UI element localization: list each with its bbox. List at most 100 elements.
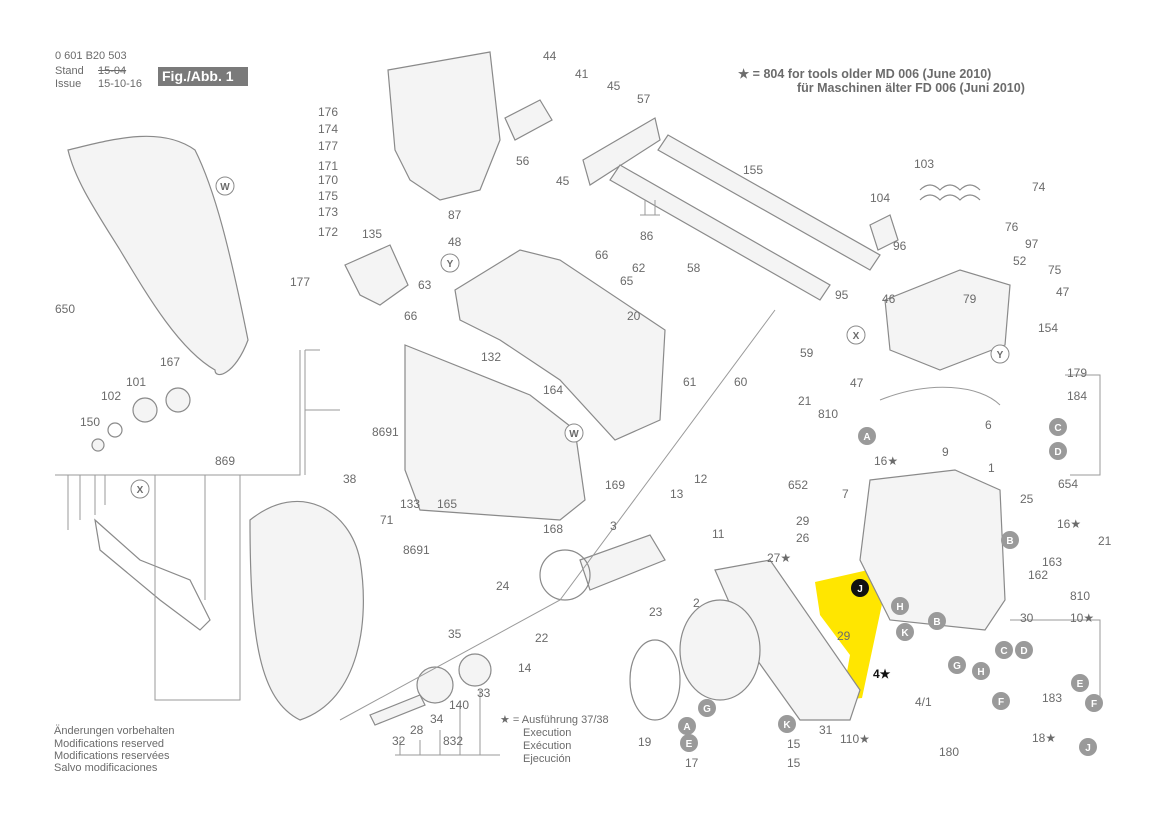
part-label: 20 xyxy=(627,309,641,323)
callout-circle: X xyxy=(130,479,150,499)
part-label: 654 xyxy=(1058,477,1078,491)
part-label: 869 xyxy=(215,454,235,468)
part-label: 45 xyxy=(556,174,570,188)
part-label: 62 xyxy=(632,261,646,275)
part-label: 86 xyxy=(640,229,654,243)
callout-circle: B xyxy=(1001,531,1019,549)
callout-circle: E xyxy=(1071,674,1089,692)
callout-circle: K xyxy=(778,715,796,733)
callout-circle: F xyxy=(992,692,1010,710)
part-label: 173 xyxy=(318,205,338,219)
callout-letter: F xyxy=(998,697,1004,708)
callout-letter: J xyxy=(1085,743,1091,754)
part-label: 71 xyxy=(380,513,394,527)
lever-869 xyxy=(94,518,211,631)
part-label: 48 xyxy=(448,235,462,249)
part-label: 8691 xyxy=(403,543,430,557)
part-label: 2 xyxy=(693,596,700,610)
part-label: 16★ xyxy=(874,454,898,468)
part-label: 14 xyxy=(518,661,532,675)
part-label: 25 xyxy=(1020,492,1034,506)
lower-guard xyxy=(249,501,364,721)
figure-label: Fig./Abb. 1 xyxy=(158,67,248,86)
part-label: 57 xyxy=(637,92,651,106)
footer-line-2: Modifications reserved xyxy=(54,738,165,750)
part-label: 162 xyxy=(1028,568,1048,582)
part-label: 44 xyxy=(543,49,557,63)
part-label: 33 xyxy=(477,686,491,700)
callout-letter: Y xyxy=(997,350,1004,361)
part-label: 61 xyxy=(683,375,697,389)
bolt-150 xyxy=(91,438,105,452)
part-label: 56 xyxy=(516,154,530,168)
field-coil xyxy=(679,599,761,701)
part-label: 102 xyxy=(101,389,121,403)
part-label: 175 xyxy=(318,189,338,203)
part-label: 172 xyxy=(318,225,338,239)
part-label: 164 xyxy=(543,383,563,397)
bracket-832 xyxy=(395,690,500,756)
cable-6 xyxy=(879,386,1001,406)
part-label: 170 xyxy=(318,173,338,187)
callout-circle: D xyxy=(1049,442,1067,460)
part-label: 30 xyxy=(1020,611,1034,625)
part-label: 13 xyxy=(670,487,684,501)
part-label: 74 xyxy=(1032,180,1046,194)
execution-line-1: ★ = Ausführung 37/38 xyxy=(500,714,609,726)
part-label: 47 xyxy=(850,376,864,390)
callout-circle: E xyxy=(680,734,698,752)
part-label: 177 xyxy=(290,275,310,289)
part-label: 165 xyxy=(437,497,457,511)
part-label: 176 xyxy=(318,105,338,119)
part-label: 21 xyxy=(798,394,812,408)
part-label: 4/1 xyxy=(915,695,932,709)
part-label: 155 xyxy=(743,163,763,177)
part-label: 28 xyxy=(410,723,424,737)
dust-bag xyxy=(67,135,249,376)
part-label: 95 xyxy=(835,288,849,302)
motor-housing xyxy=(859,469,1006,631)
spring-103 xyxy=(919,184,981,201)
part-label: 11 xyxy=(712,527,725,541)
part-label: 35 xyxy=(448,627,462,641)
part-label: 174 xyxy=(318,122,338,136)
part-label: 9 xyxy=(942,445,949,459)
part-label: 17 xyxy=(685,756,699,770)
part-label: 29 xyxy=(837,629,851,643)
part-label: 75 xyxy=(1048,263,1062,277)
callout-letter: F xyxy=(1091,699,1097,710)
part-label: 27★ xyxy=(767,551,791,565)
issue-label: Issue xyxy=(55,78,82,90)
issue-value: 15-10-16 xyxy=(98,78,143,90)
part-label: 7 xyxy=(842,487,849,501)
callout-circle: C xyxy=(1049,418,1067,436)
upper-housing xyxy=(387,51,501,201)
part-label: 66 xyxy=(595,248,609,262)
highlight-region xyxy=(815,570,885,700)
flange-167 xyxy=(165,387,191,413)
part-label: 3 xyxy=(610,519,617,533)
gear-33 xyxy=(458,653,492,687)
frame-box-right xyxy=(1010,619,1101,700)
guide-rod-58 xyxy=(609,164,831,301)
part-label: 154 xyxy=(1038,321,1058,335)
part-label: 179 xyxy=(1067,366,1087,380)
callout-circle: J xyxy=(851,579,869,597)
part-label: 101 xyxy=(126,375,146,389)
callout-letter: X xyxy=(853,331,860,342)
part-label: 6 xyxy=(985,418,992,432)
part-label: 650 xyxy=(55,302,75,316)
bracket-869 xyxy=(55,350,301,701)
part-label: 26 xyxy=(796,531,810,545)
part-label: 150 xyxy=(80,415,100,429)
part-labels: 44 41 45 57 56 45 176 174 177 171 170 17… xyxy=(55,49,1112,770)
part-label: 23 xyxy=(649,605,663,619)
callout-letter: D xyxy=(1020,646,1027,657)
part-label: 41 xyxy=(575,67,589,81)
washer-102 xyxy=(107,422,123,438)
callout-letter: X xyxy=(137,485,144,496)
callout-letter: B xyxy=(1006,536,1013,547)
callout-circle: J xyxy=(1079,738,1097,756)
callout-circle: H xyxy=(972,662,990,680)
callout-letter: W xyxy=(220,182,230,193)
